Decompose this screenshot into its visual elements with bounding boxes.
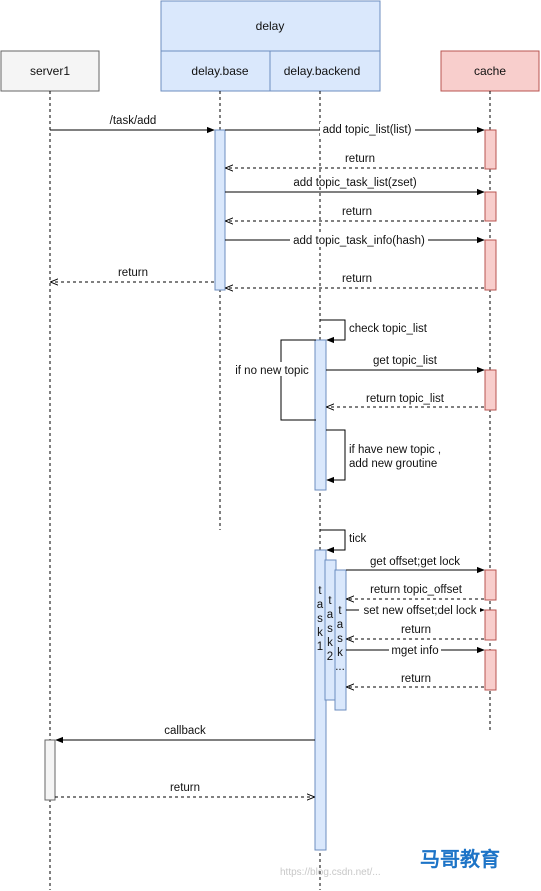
msg-if-have-new-topic-arrow — [326, 429, 346, 484]
watermark-logo: 马哥教育 — [420, 847, 500, 871]
cache-activation — [484, 191, 497, 222]
loop-if-no-new-topic — [280, 339, 316, 421]
svg-text:...: ... — [335, 661, 345, 673]
task1-label: tas k 1 — [317, 585, 324, 653]
msg-mget-info-bg — [389, 643, 441, 657]
msg-return-topic-offset: return topic_offset — [370, 584, 463, 596]
cache-activation — [484, 369, 497, 411]
server1-box — [0, 50, 100, 92]
delay-group-label: delay — [256, 19, 285, 33]
msg-if-have-new-topic-line2: add new groutine — [349, 458, 437, 470]
msg-add-topic-list-bg — [320, 122, 415, 136]
msg-get-topic-list: get topic_list — [373, 355, 438, 367]
msg-return-server: return — [118, 267, 148, 279]
msg-add-topic-task-info-bg — [290, 232, 428, 246]
msg-return-3: return — [342, 273, 372, 285]
server1-activation — [44, 739, 56, 801]
backend-check-activation — [314, 339, 327, 491]
delay-base-label: delay.base — [191, 64, 248, 78]
watermark-url: https://blog.csdn.net/... — [280, 867, 381, 878]
msg-callback: callback — [164, 725, 206, 737]
msg-tick-arrow — [320, 529, 346, 554]
msg-set-new-offset: set new offset;del lock — [364, 605, 477, 617]
cache-activation — [484, 649, 497, 691]
msg-add-topic-task-info: add topic_task_info(hash) — [293, 235, 425, 247]
svg-text:s: s — [327, 623, 333, 635]
msg-if-have-new-topic-line1: if have new topic , — [349, 444, 441, 456]
msg-tick: tick — [349, 533, 367, 545]
delay-backend-box — [269, 50, 381, 92]
svg-text:2: 2 — [327, 651, 333, 663]
cache-activation — [484, 239, 497, 291]
msg-if-no-new-topic: if no new topic — [235, 365, 309, 377]
svg-text:a: a — [337, 619, 344, 631]
svg-text:t: t — [318, 585, 322, 597]
msg-return-5: return — [401, 673, 431, 685]
task-more-label: tas k... — [335, 605, 345, 673]
msg-return-4: return — [401, 624, 431, 636]
delay-base-activation — [214, 129, 226, 291]
svg-text:t: t — [338, 605, 342, 617]
msg-get-offset: get offset;get lock — [370, 556, 460, 568]
cache-activation — [484, 569, 497, 601]
msg-mget-info: mget info — [391, 645, 438, 657]
msg-return-callback: return — [170, 782, 200, 794]
msg-task-add: /task/add — [110, 115, 157, 127]
svg-text:k: k — [327, 637, 333, 649]
cache-activation — [484, 609, 497, 641]
msg-set-new-offset-bg — [359, 603, 480, 617]
svg-text:k: k — [317, 627, 323, 639]
svg-text:a: a — [327, 609, 334, 621]
msg-check-topic-list: check topic_list — [349, 323, 428, 335]
loop-label-bg — [232, 362, 312, 376]
delay-group-box — [160, 0, 381, 52]
msg-check-topic-list-arrow — [320, 319, 346, 344]
server1-label: server1 — [30, 64, 70, 78]
task2-label: tas k 2 — [327, 595, 334, 663]
svg-text:s: s — [337, 633, 343, 645]
cache-activation — [484, 129, 497, 170]
msg-return-topic-list: return topic_list — [366, 393, 445, 405]
delay-backend-label: delay.backend — [284, 64, 361, 78]
msg-return-2: return — [342, 206, 372, 218]
msg-return-1: return — [345, 153, 375, 165]
svg-text:s: s — [317, 613, 323, 625]
delay-base-box — [160, 50, 271, 92]
task-more-activation — [334, 569, 347, 711]
cache-label: cache — [474, 64, 506, 78]
svg-text:t: t — [328, 595, 332, 607]
msg-add-topic-task-list: add topic_task_list(zset) — [293, 177, 417, 189]
svg-text:k: k — [337, 647, 343, 659]
msg-add-topic-list: add topic_list(list) — [323, 124, 412, 136]
svg-text:a: a — [317, 599, 324, 611]
svg-text:1: 1 — [317, 641, 323, 653]
